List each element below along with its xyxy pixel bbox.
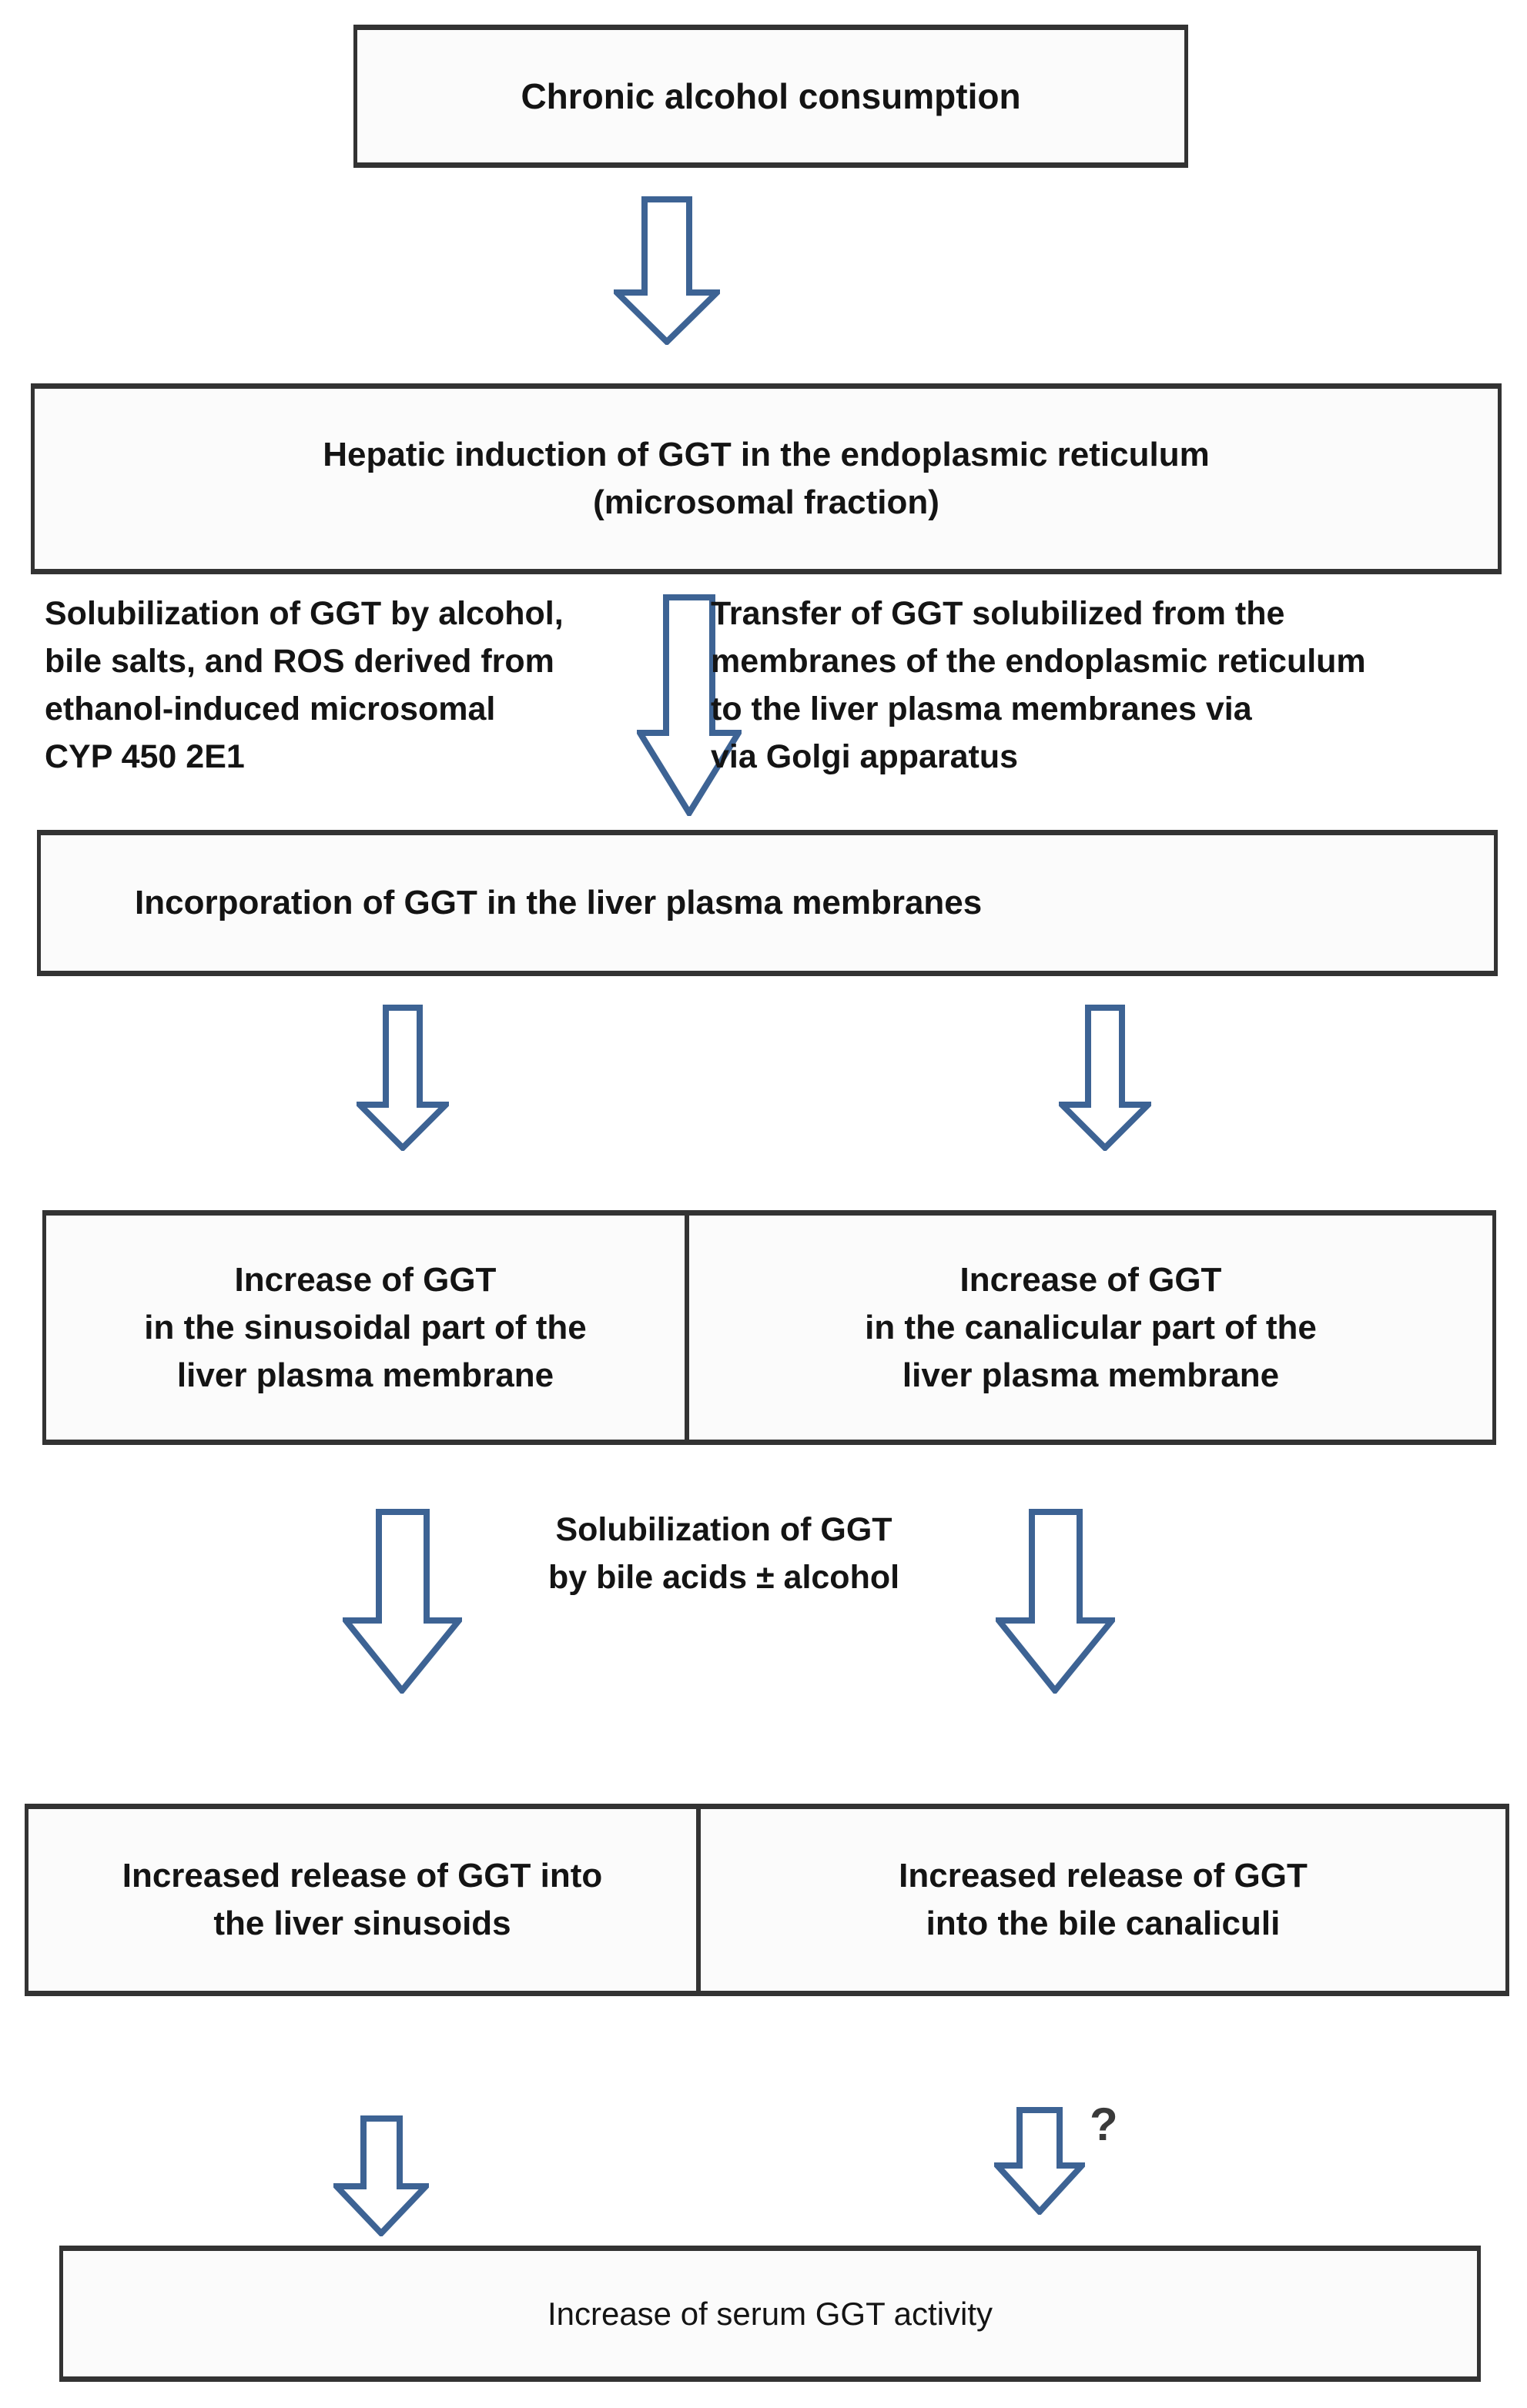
box-incorporation: Incorporation of GGT in the liver plasma… — [37, 830, 1498, 976]
annotation-solubilization-mid: Solubilization of GGT by bile acids ± al… — [548, 1511, 900, 1596]
box-increase-sinusoidal-text: Increase of GGT in the sinusoidal part o… — [144, 1260, 587, 1394]
box-increase-canalicular-text: Increase of GGT in the canalicular part … — [865, 1260, 1317, 1394]
down-arrow-icon — [333, 2115, 429, 2236]
box-serum-ggt-activity-text: Increase of serum GGT activity — [547, 2295, 993, 2332]
box-hepatic-induction: Hepatic induction of GGT in the endoplas… — [31, 383, 1502, 574]
box-chronic-alcohol-text: Chronic alcohol consumption — [521, 76, 1021, 116]
box-increase-canalicular: Increase of GGT in the canalicular part … — [689, 1210, 1496, 1445]
box-release-canaliculi-text: Increased release of GGT into the bile c… — [899, 1857, 1308, 1942]
question-mark-label: ? — [1090, 2099, 1118, 2150]
annotation-transfer-right: Transfer of GGT solubilized from the mem… — [711, 595, 1366, 775]
down-arrow-icon — [343, 1509, 462, 1694]
box-serum-ggt-activity: Increase of serum GGT activity — [59, 2246, 1481, 2382]
box-chronic-alcohol-consumption: Chronic alcohol consumption — [353, 25, 1188, 168]
box-release-canaliculi: Increased release of GGT into the bile c… — [701, 1804, 1509, 1996]
down-arrow-icon — [996, 1509, 1115, 1694]
box-increase-sinusoidal: Increase of GGT in the sinusoidal part o… — [42, 1210, 689, 1445]
box-incorporation-text: Incorporation of GGT in the liver plasma… — [135, 884, 983, 921]
down-arrow-icon — [357, 1005, 449, 1151]
box-release-sinusoids-text: Increased release of GGT into the liver … — [122, 1857, 603, 1942]
down-arrow-icon — [614, 196, 720, 345]
box-release-sinusoids: Increased release of GGT into the liver … — [25, 1804, 701, 1996]
box-hepatic-induction-text: Hepatic induction of GGT in the endoplas… — [323, 436, 1210, 521]
annotation-solubilization-left: Solubilization of GGT by alcohol, bile s… — [45, 595, 564, 775]
down-arrow-icon — [994, 2107, 1085, 2215]
down-arrow-icon — [637, 594, 742, 816]
down-arrow-icon — [1059, 1005, 1151, 1151]
